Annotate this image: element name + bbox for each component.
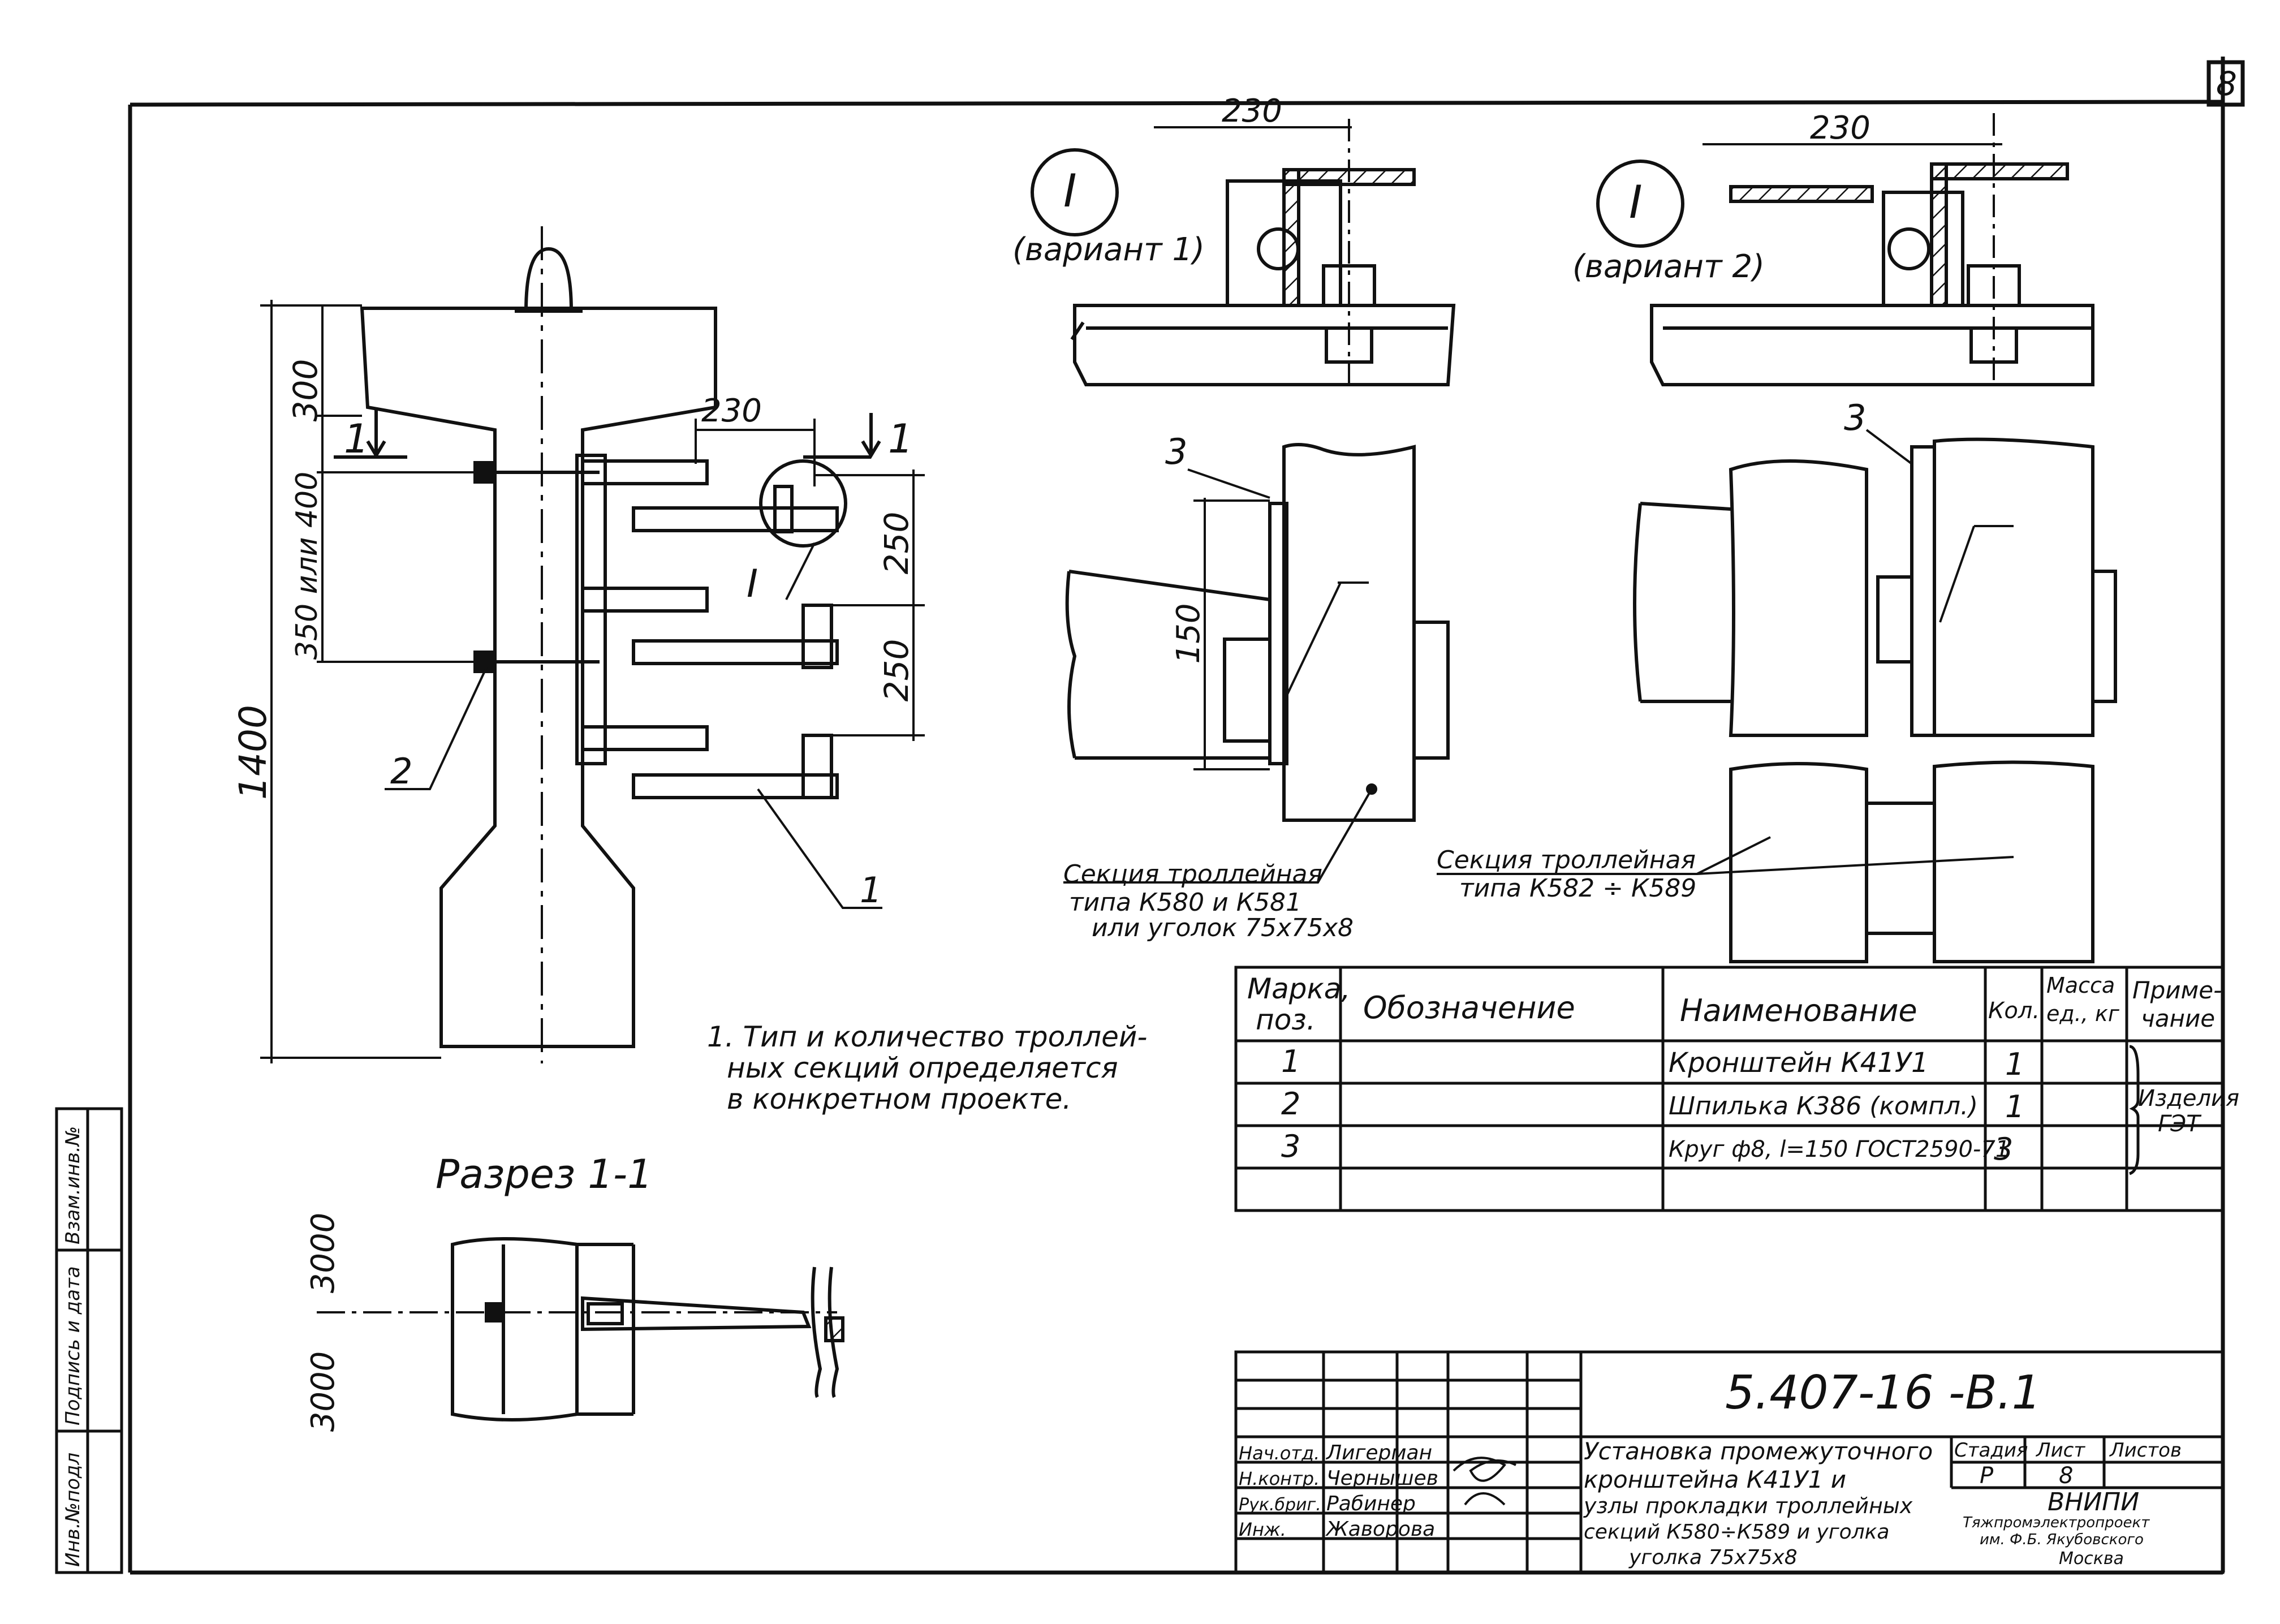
section-marks [334,407,881,459]
title-line-5: уголка 75х75х8 [1628,1546,1798,1569]
detail-v2-dim: 230 [1810,110,1870,147]
dim-step-250-a: 250 [877,512,916,575]
detail-v1-mark: I [1063,165,1077,217]
side-right-label-1: Секция троллейная [1437,846,1696,875]
spec-row-1-name: Кронштейн К41У1 [1669,1047,1929,1079]
detail-v2-mark: I [1629,176,1643,229]
spec-header-designation: Обозначение [1363,990,1575,1026]
org-line-1: ВНИПИ [2048,1488,2139,1517]
stamp-vzam-inv: Взам.инв.№ [62,1126,84,1244]
stamp-podpis-data: Подпись и дата [62,1266,84,1425]
dim-bracket-spacing: 350 или 400 [290,472,324,660]
org-line-3: им. Ф.Б. Якубовского [1980,1531,2144,1548]
note-line-3: в конкретном проекте. [727,1083,1071,1115]
side-view-right [1437,429,2117,963]
spec-header-note-2: чание [2141,1005,2215,1032]
side-right-callout-3: 3 [1844,397,1866,438]
doc-code: 5.407-16 -В.1 [1725,1366,2041,1420]
title-line-1: Установка промежуточного [1584,1437,1933,1465]
sheet-value: 8 [2059,1463,2073,1489]
section-dim-upper: 3000 [305,1213,342,1294]
spec-row-2-name: Шпилька К386 (компл.) [1669,1092,1978,1121]
spec-remark-2: ГЭТ [2158,1111,2202,1137]
title-block-grid [1234,1350,2225,1574]
spec-remark-1: Изделия [2138,1085,2239,1112]
spec-row-3-name: Круг ф8, l=150 ГОСТ2590-71 [1669,1136,2010,1162]
dim-offset-230: 230 [701,393,762,429]
spec-row-2-pos: 2 [1281,1086,1300,1122]
role-3-name: Рабинер [1326,1492,1416,1515]
title-line-3: узлы прокладки троллейных [1583,1493,1913,1518]
spec-header-mark-2: поз. [1256,1003,1316,1036]
dim-step-250-b: 250 [877,639,916,702]
role-4-name: Жаворова [1325,1518,1435,1541]
spec-row-2-qty: 1 [2005,1089,2024,1125]
spec-header-name: Наименование [1680,993,1917,1028]
detail-variant-1 [1031,119,1456,386]
org-line-2: Тяжпромэлектропроект [1963,1514,2150,1531]
bracket-assembly [473,454,847,799]
stage-label: Стадия [1954,1439,2028,1462]
side-left-dim-150: 150 [1170,604,1207,664]
spec-row-3-pos: 3 [1281,1128,1300,1164]
detail-v1-dim: 230 [1222,93,1282,130]
side-left-label-1: Секция троллейная [1063,860,1322,889]
side-left-label-2: типа К580 и К581 [1069,888,1301,917]
detail-v1-caption: (вариант 1) [1012,231,1205,268]
side-left-label-3: или уголок 75х75х8 [1092,914,1354,942]
role-1-name: Лигерман [1325,1441,1432,1464]
column-elevation [360,226,717,1063]
role-2: Н.контр. [1239,1468,1320,1489]
detail-variant-2 [1596,113,2094,386]
spec-header-mark-1: Марка, [1247,972,1350,1005]
section-title: Разрез 1-1 [436,1151,653,1197]
dimension-lines-right [695,419,925,741]
note-line-1: 1. Тип и количество троллей- [707,1020,1147,1053]
org-line-4: Москва [2059,1549,2124,1569]
dimension-lines-left [260,300,566,1063]
detail-v2-caption: (вариант 2) [1572,248,1765,285]
spec-row-3-qty: 3 [1994,1131,2013,1167]
callout-node-I: I [747,562,758,606]
spec-header-mass-1: Масса [2046,973,2115,998]
leaders-main [385,667,882,909]
sheets-label: Листов [2109,1439,2182,1462]
spec-header-note-1: Приме- [2132,976,2222,1004]
side-stamp [55,1107,123,1574]
spec-row-1-pos: 1 [1281,1044,1300,1079]
section-dim-lower: 3000 [305,1351,342,1432]
callout-pos-2: 2 [390,751,412,792]
role-2-name: Чернышев [1326,1467,1438,1490]
section-1-1 [317,1237,844,1421]
side-right-label-2: типа К582 ÷ К589 [1459,874,1696,903]
side-left-callout-3: 3 [1165,431,1187,472]
section-mark-right: 1 [888,416,913,462]
sheet-number: 8 [2216,64,2237,103]
spec-row-1-qty: 1 [2005,1046,2024,1082]
stage-value: Р [1980,1463,1994,1489]
dim-top: 300 [286,359,325,422]
note-line-2: ных секций определяется [727,1052,1118,1084]
sheet-label: Лист [2035,1439,2085,1462]
role-3: Рук.бриг. [1239,1495,1321,1515]
spec-header-mass-2: ед., кг [2046,1001,2120,1026]
spec-table-grid [1234,966,2225,1212]
title-line-2: кронштейна К41У1 и [1584,1466,1846,1493]
title-line-4: секций К580÷К589 и уголка [1584,1520,1889,1544]
dim-total: 1400 [231,705,275,800]
role-1: Нач.отд. [1239,1442,1320,1464]
side-view-left [1063,443,1450,884]
stamp-inv-podl: Инв.№подл [62,1453,84,1567]
spec-header-qty: Кол. [1988,998,2040,1024]
section-mark-left: 1 [344,416,369,462]
callout-pos-1: 1 [860,869,882,911]
role-4: Инж. [1239,1519,1286,1540]
sheet-border [128,57,2245,1575]
